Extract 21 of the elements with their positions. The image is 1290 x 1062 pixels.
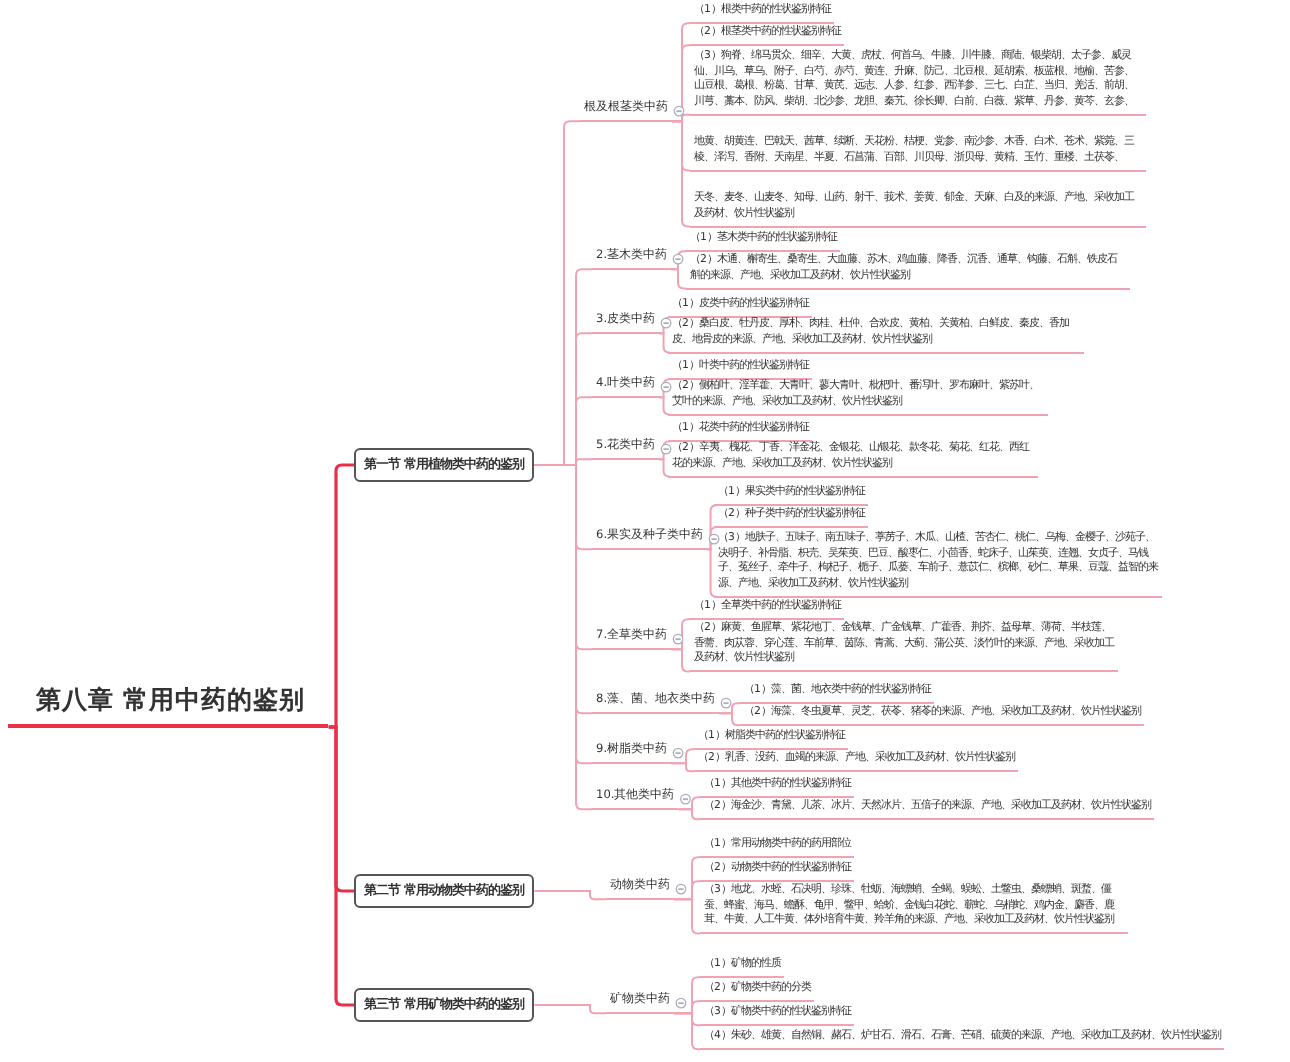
connector-line — [670, 268, 687, 290]
central-topic: 第八章 常用中药的鉴别 — [8, 684, 329, 728]
connector-line — [658, 316, 671, 335]
connector-line — [658, 378, 671, 399]
connector-line — [677, 808, 701, 821]
connector-line — [328, 463, 354, 729]
connector-line — [673, 898, 701, 935]
connector-line — [670, 762, 695, 773]
connector-line — [706, 548, 718, 598]
connector-line — [673, 1012, 701, 1051]
connector-line — [658, 440, 671, 461]
connector-line — [670, 648, 691, 673]
connector-line — [706, 526, 718, 551]
connector-line — [671, 120, 691, 228]
connector-line — [533, 1004, 607, 1015]
connector-line — [533, 890, 607, 901]
connector-line — [718, 712, 741, 727]
connector-line — [658, 458, 671, 478]
connector-line — [328, 725, 354, 1007]
connector-line — [658, 332, 671, 354]
connector-line — [658, 396, 671, 416]
